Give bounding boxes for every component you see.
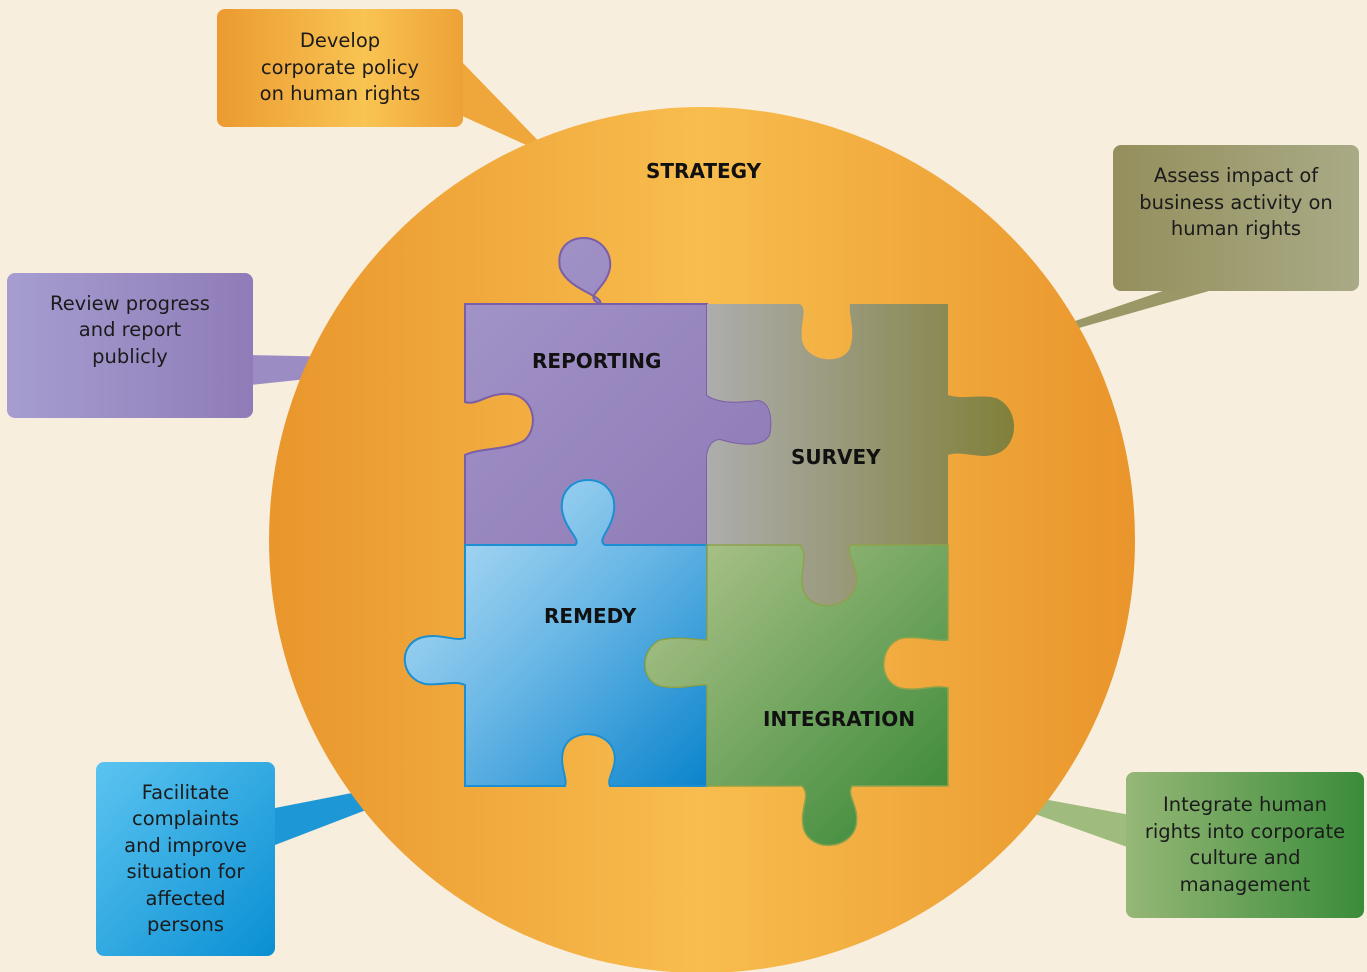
strategy-label: STRATEGY (646, 159, 762, 183)
strategy-callout-box (217, 9, 463, 127)
integration-label: INTEGRATION (763, 707, 916, 731)
reporting-callout-text: Review progress and report publicly (50, 291, 210, 368)
reporting-label: REPORTING (532, 349, 662, 373)
survey-callout-text: Assess impact of business activity on hu… (1139, 164, 1333, 241)
reporting-callout-box (7, 273, 253, 418)
integration-callout-text: Integrate human rights into corporate cu… (1144, 793, 1346, 896)
remedy-label: REMEDY (544, 604, 637, 628)
survey-callout-box (1113, 145, 1359, 291)
strategy-callout-text: Develop corporate policy on human rights (259, 29, 421, 106)
integration-piece (644, 544, 949, 846)
reporting-piece (464, 236, 773, 546)
integration-callout-box (1126, 772, 1364, 918)
remedy-callout-text: Facilitate complaints and improve situat… (124, 780, 247, 937)
strategy-callout-tail (460, 60, 555, 158)
survey-piece (707, 304, 1014, 606)
survey-label: SURVEY (791, 445, 881, 469)
remedy-callout-box (96, 762, 275, 956)
